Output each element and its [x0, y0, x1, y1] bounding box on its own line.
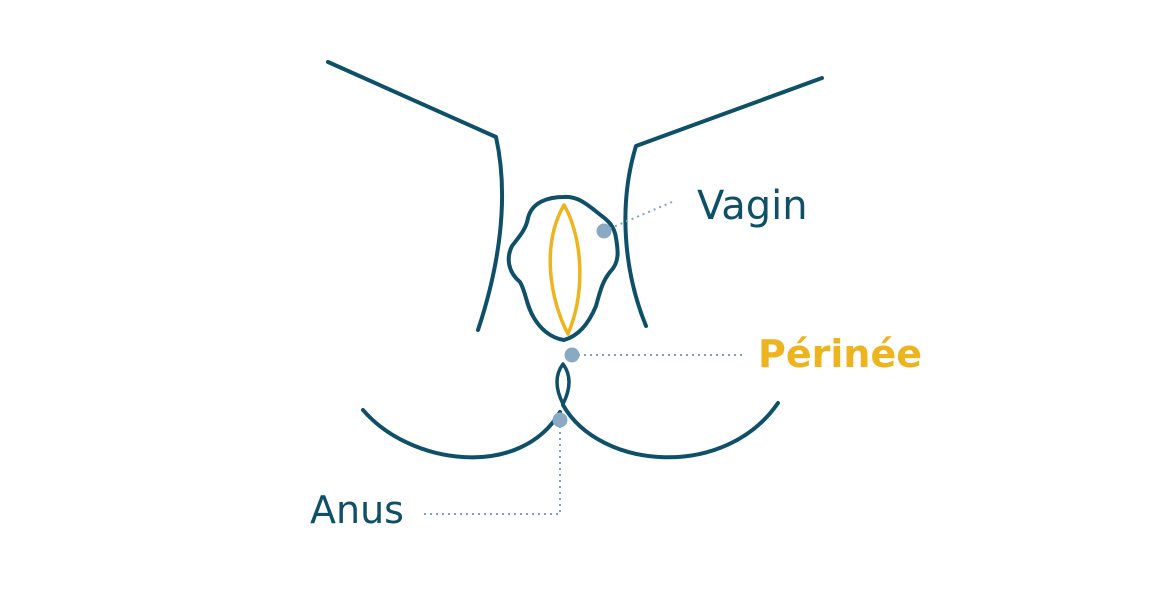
vagina-label: Vagin	[697, 183, 808, 229]
anus-marker-dot	[552, 412, 568, 428]
anus-label: Anus	[310, 488, 404, 532]
left-buttock-outline	[361, 408, 562, 460]
perineum-marker-dot	[564, 347, 580, 363]
vaginal-opening-outline	[548, 203, 582, 336]
right-thigh-outline	[623, 76, 824, 328]
anus-leader-line	[422, 420, 561, 515]
anus-outline	[555, 362, 571, 406]
perineum-label: Périnée	[758, 332, 922, 376]
vulva-outline	[506, 194, 620, 342]
vagina-leader-line	[603, 201, 673, 232]
left-thigh-outline	[326, 60, 504, 332]
right-buttock-outline	[561, 401, 780, 460]
vagina-marker-dot	[596, 223, 612, 239]
